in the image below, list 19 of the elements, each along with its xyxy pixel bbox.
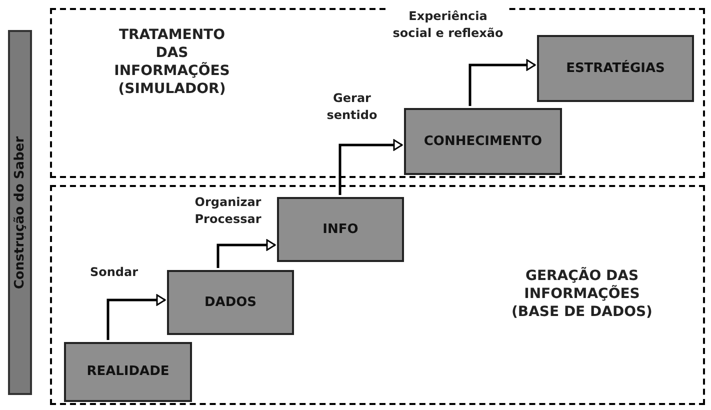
bent-arrow [338,139,403,195]
process-box [64,342,192,402]
process-box [404,108,562,175]
region-title: GERAÇÃO DAS INFORMAÇÕES (BASE DE DADOS) [510,267,654,321]
box-label: DADOS [204,294,257,312]
box-label: CONHECIMENTO [424,132,542,151]
box-label: INFO [322,220,358,239]
bent-arrow [216,239,276,268]
process-box [537,35,694,102]
region-title: TRATAMENTO DAS INFORMAÇÕES (SIMULADOR) [113,26,231,98]
bent-arrow [468,59,536,106]
bar-label: Construção do Saber [11,136,28,289]
process-box [167,270,294,335]
process-box [277,197,404,262]
vertical-bar [8,30,32,395]
box-label: REALIDADE [86,363,170,382]
bent-arrow [106,294,166,340]
dashed-region [50,185,705,405]
box-label: ESTRATÉGIAS [566,59,665,78]
